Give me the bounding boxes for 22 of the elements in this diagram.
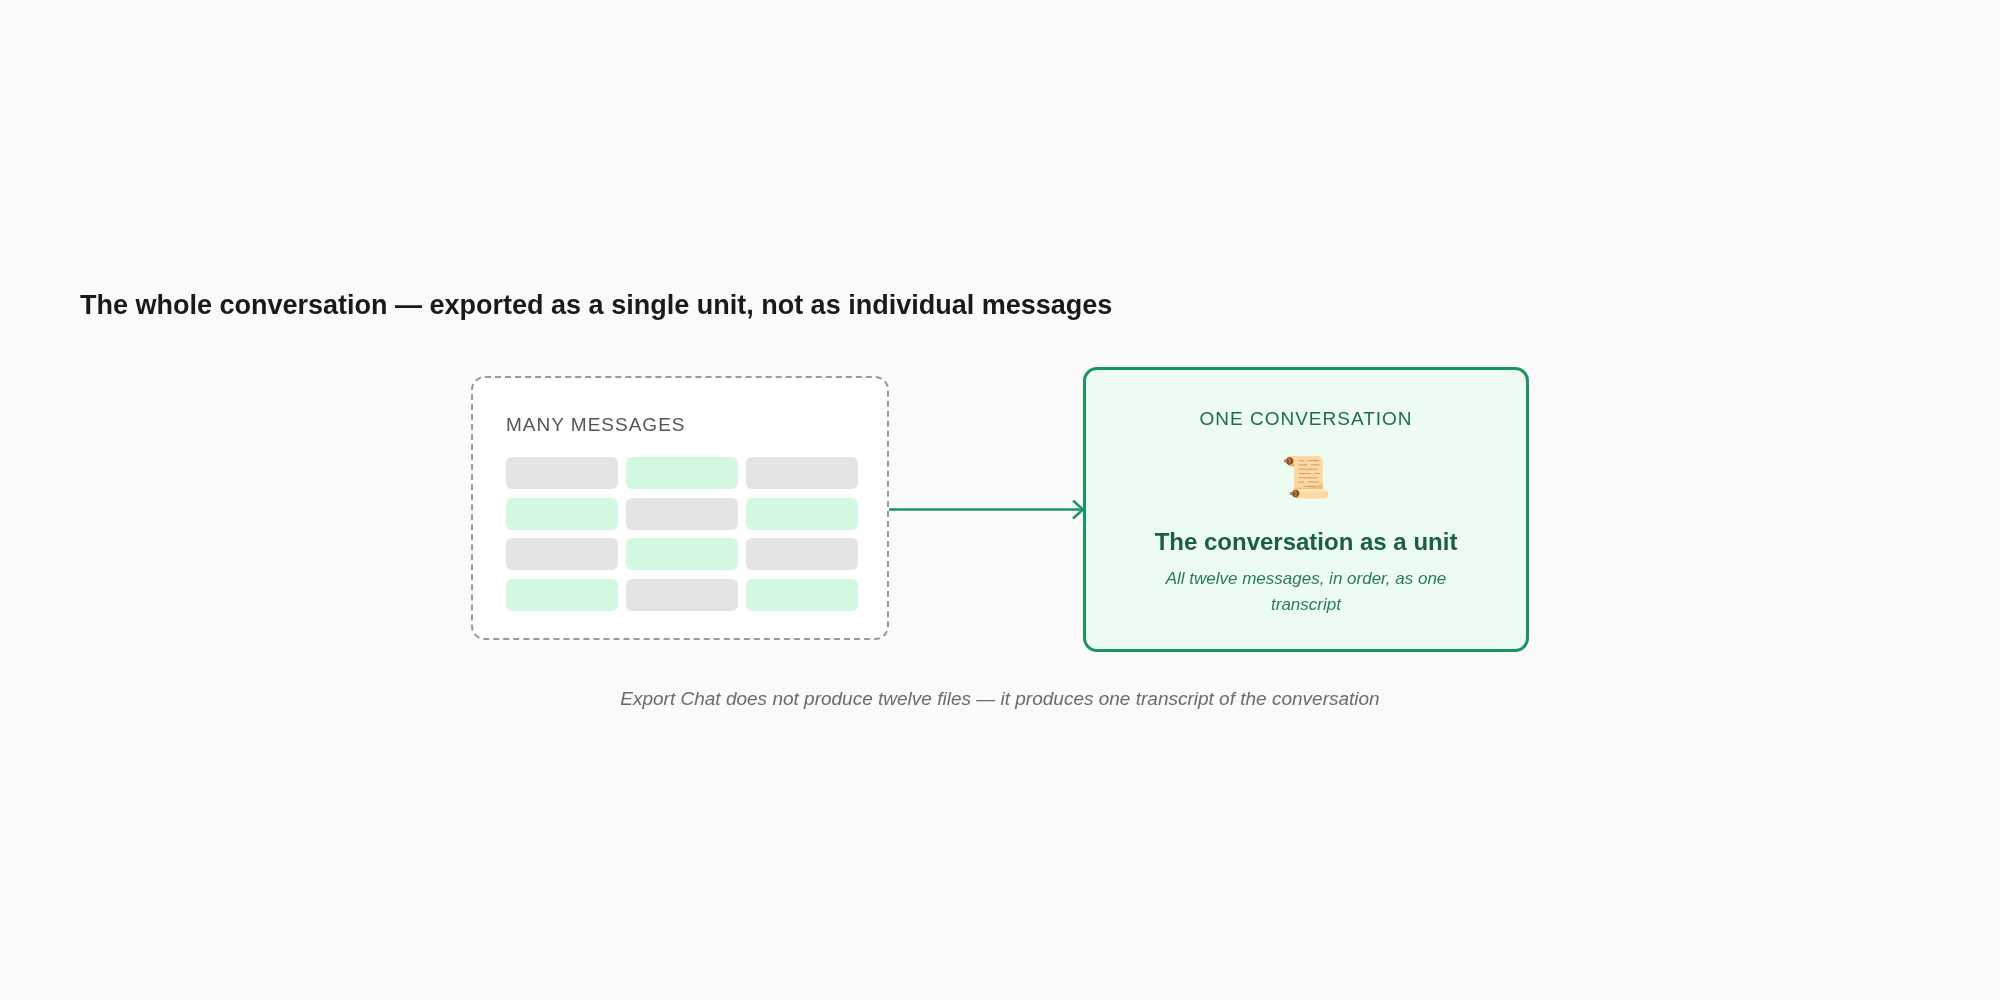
message-bar xyxy=(506,538,618,570)
message-bar xyxy=(746,498,858,530)
arrow xyxy=(889,499,1085,520)
message-bar xyxy=(506,498,618,530)
message-bar xyxy=(506,457,618,489)
scroll-icon: 📜 xyxy=(1086,453,1526,501)
section-label: ONE CONVERSATION xyxy=(1198,408,1414,430)
message-bar xyxy=(506,579,618,611)
dashed-card xyxy=(471,376,889,640)
message-bar xyxy=(626,579,738,611)
caption: Export Chat does not produce twelve files — it produces one transcript of the conversation xyxy=(619,688,1381,710)
highlighted-card xyxy=(1083,367,1529,652)
message-bar xyxy=(626,538,738,570)
section-label: MANY MESSAGES xyxy=(506,414,687,436)
message-bar xyxy=(626,457,738,489)
title: The whole conversation — exported as a single unit, not as individual messages xyxy=(80,290,1113,321)
message-bar xyxy=(746,457,858,489)
card-description: All twelve messages, in order, as one transcript xyxy=(1164,568,1448,616)
message-bar xyxy=(746,579,858,611)
message-bar xyxy=(626,498,738,530)
card-heading: The conversation as a unit xyxy=(1153,528,1459,556)
message-bar xyxy=(746,538,858,570)
